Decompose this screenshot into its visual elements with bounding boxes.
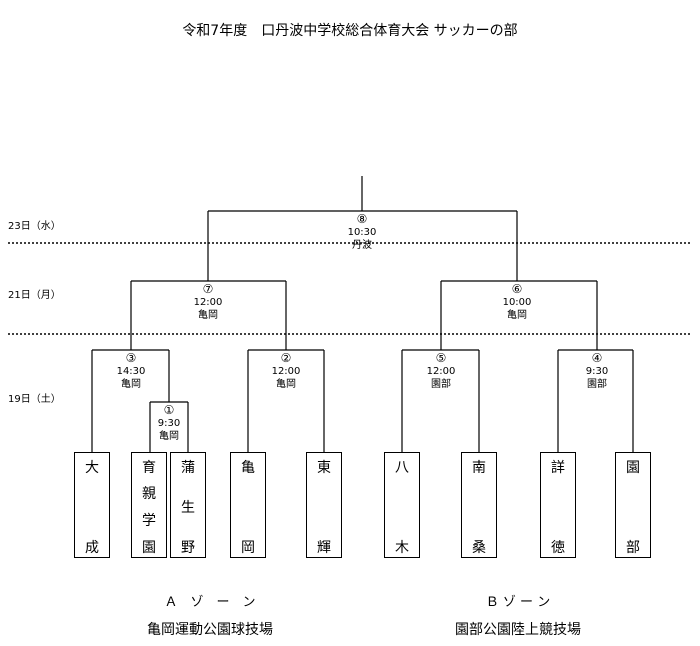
team-char: 育 <box>142 460 156 476</box>
match-3: ③ 14:30 亀岡 <box>117 352 146 391</box>
match-time: 12:00 <box>271 366 301 377</box>
match-number: ⑥ <box>511 282 523 296</box>
team-box-ikushin-gakuen: 育 親 学 園 <box>131 452 167 558</box>
match-2: ② 12:00 亀岡 <box>272 352 301 391</box>
day-label-21: 21日（月） <box>8 290 61 301</box>
team-char: 大 <box>85 460 99 476</box>
match-time: 12:00 <box>426 366 456 377</box>
match-place: 園部 <box>430 379 451 390</box>
match-time: 12:00 <box>193 297 223 308</box>
team-char: 亀 <box>241 460 255 476</box>
team-char: 親 <box>142 486 156 502</box>
day-label-23: 23日（水） <box>8 221 61 232</box>
match-place: 亀岡 <box>275 379 296 390</box>
team-char: 学 <box>142 513 156 529</box>
team-char: 東 <box>317 460 331 476</box>
match-number: ④ <box>591 351 603 365</box>
match-7: ⑦ 12:00 亀岡 <box>194 283 223 322</box>
zone-b-venue: 園部公園陸上競技場 <box>455 622 581 638</box>
match-8: ⑧ 10:30 丹波 <box>348 213 377 252</box>
team-char: 蒲 <box>181 460 195 476</box>
team-char: 桑 <box>472 540 486 556</box>
team-char: 園 <box>142 540 156 556</box>
team-char: 部 <box>626 540 640 556</box>
match-time: 10:00 <box>502 297 532 308</box>
team-box-taisei: 大 成 <box>74 452 110 558</box>
match-number: ⑦ <box>202 282 214 296</box>
team-char: 詳 <box>551 460 565 476</box>
match-time: 10:30 <box>347 227 377 238</box>
zone-a-venue: 亀岡運動公園球技場 <box>147 622 273 638</box>
team-box-shoutoku: 詳 徳 <box>540 452 576 558</box>
team-char: 八 <box>395 460 409 476</box>
team-char: 輝 <box>317 540 331 556</box>
match-5: ⑤ 12:00 園部 <box>427 352 456 391</box>
team-char: 南 <box>472 460 486 476</box>
zone-a-label: Ａ ゾ ー ン <box>164 595 256 610</box>
team-box-gamono: 蒲 生 野 <box>170 452 206 558</box>
team-char: 野 <box>181 540 195 556</box>
match-place: 丹波 <box>351 240 372 251</box>
match-4: ④ 9:30 園部 <box>586 352 608 391</box>
match-number: ② <box>280 351 292 365</box>
team-char: 木 <box>395 540 409 556</box>
match-time: 9:30 <box>157 418 181 429</box>
match-number: ③ <box>125 351 137 365</box>
team-box-sonobe: 園 部 <box>615 452 651 558</box>
match-place: 亀岡 <box>159 431 179 442</box>
match-6: ⑥ 10:00 亀岡 <box>503 283 532 322</box>
match-time: 9:30 <box>585 366 609 377</box>
match-place: 亀岡 <box>120 379 141 390</box>
match-1: ① 9:30 亀岡 <box>158 404 180 443</box>
team-box-nanso: 南 桑 <box>461 452 497 558</box>
match-time: 14:30 <box>116 366 146 377</box>
team-char: 生 <box>181 500 195 516</box>
match-place: 園部 <box>587 379 607 390</box>
team-box-toki: 東 輝 <box>306 452 342 558</box>
page-title: 令和7年度 口丹波中学校総合体育大会 サッカーの部 <box>182 23 518 39</box>
team-box-yagi: 八 木 <box>384 452 420 558</box>
team-box-kameoka: 亀 岡 <box>230 452 266 558</box>
match-place: 亀岡 <box>197 310 218 321</box>
team-char: 徳 <box>551 540 565 556</box>
team-char: 園 <box>626 460 640 476</box>
match-place: 亀岡 <box>506 310 527 321</box>
match-number: ① <box>163 403 175 417</box>
match-number: ⑧ <box>356 212 368 226</box>
team-char: 岡 <box>241 540 255 556</box>
day-label-19: 19日（土） <box>8 394 61 405</box>
zone-b-label: Ｂ ゾ ー ン <box>485 595 551 610</box>
team-char: 成 <box>85 540 99 556</box>
match-number: ⑤ <box>435 351 447 365</box>
